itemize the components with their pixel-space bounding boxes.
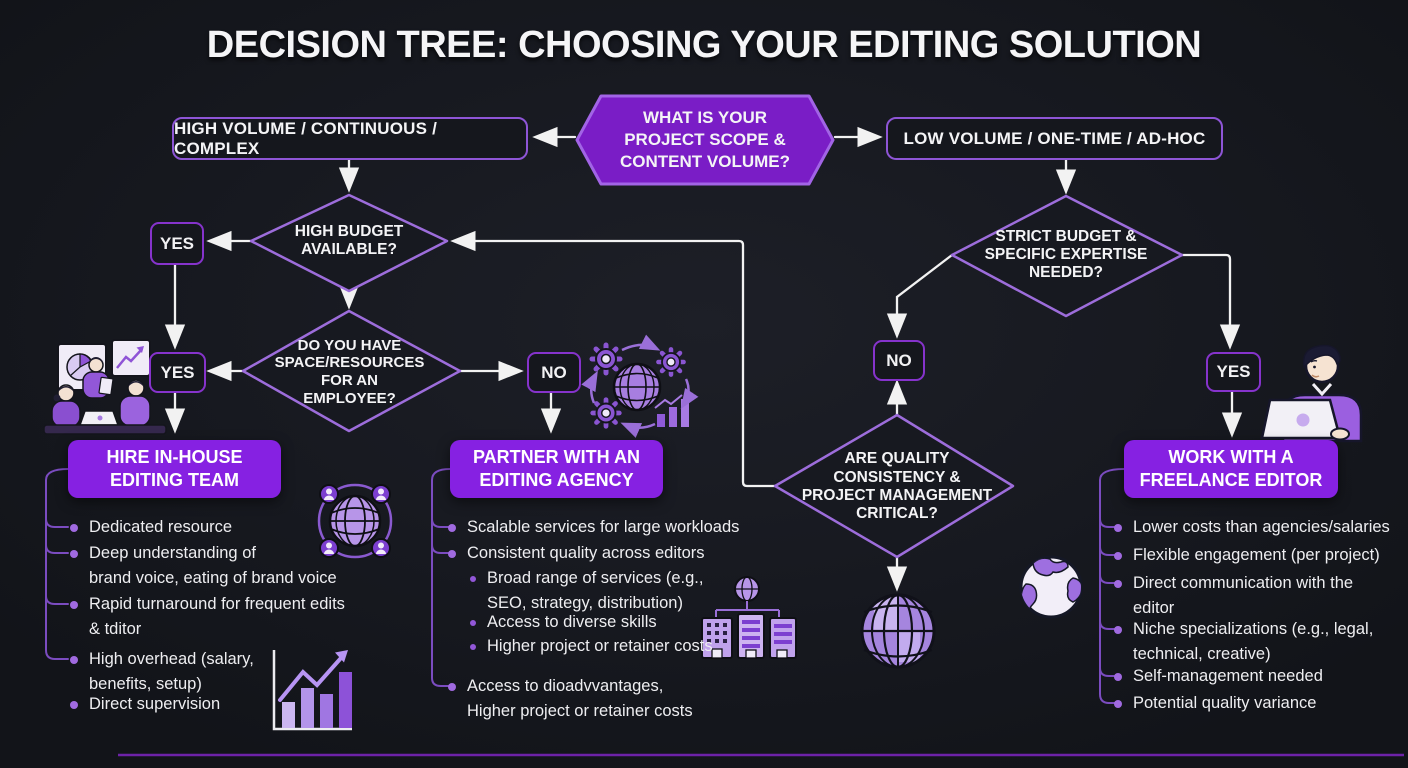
globe-users-icon — [317, 483, 393, 559]
list-item: Self-management needed — [1114, 664, 1399, 689]
diamond-quality-critical — [773, 413, 1015, 559]
bullet-icon — [1114, 700, 1122, 708]
yes-label: YES — [149, 352, 206, 393]
flow-connectors — [164, 126, 1243, 592]
list-item: Scalable services for large workloads — [448, 515, 748, 540]
growth-chart-icon — [272, 650, 352, 731]
bullet-icon — [70, 550, 78, 558]
bullet-icon — [448, 524, 456, 532]
solution-editing-agency: PARTNER WITH AN EDITING AGENCY — [450, 440, 663, 498]
diamond-space-resources — [241, 309, 462, 433]
globe-icon — [860, 593, 936, 669]
user-badge — [371, 538, 391, 558]
list-item: Lower costs than agencies/salaries — [1114, 515, 1399, 540]
list-item: Access to diverse skills — [470, 610, 750, 635]
user-badge — [319, 484, 339, 504]
branch-high-volume: HIGH VOLUME / CONTINUOUS / COMPLEX — [172, 117, 528, 160]
bullet-icon — [448, 683, 456, 691]
solution-freelance-editor: WORK WITH A FREELANCE EDITOR — [1124, 440, 1338, 498]
list-item: Dedicated resource — [70, 515, 380, 540]
no-label: NO — [527, 352, 581, 393]
bullet-icon — [1114, 673, 1122, 681]
no-label: NO — [873, 340, 925, 381]
gear-icon — [590, 397, 622, 429]
list-item: Rapid turnaround for frequent edits & td… — [70, 592, 380, 642]
list-item: Higher project or retainer costs — [470, 634, 750, 659]
team-illustration — [43, 339, 167, 435]
diamond-high-budget — [249, 193, 449, 293]
bullet-icon — [70, 701, 78, 709]
list-item: Broad range of services (e.g., SEO, stra… — [470, 566, 750, 616]
list-item: Access to dioadvvantages, Higher project… — [448, 674, 748, 724]
list-item: Potential quality variance — [1114, 691, 1399, 716]
bullet-icon — [70, 601, 78, 609]
freelancer-illustration — [1260, 344, 1363, 443]
bullet-icon — [470, 620, 476, 626]
bullet-icon — [70, 524, 78, 532]
bullet-icon — [1114, 524, 1122, 532]
root-question-hexagon — [575, 94, 835, 186]
list-item: Direct communication with the editor — [1114, 571, 1399, 621]
inhouse-bracket — [45, 468, 69, 660]
list-item: High overhead (salary, benefits, setup) — [70, 647, 380, 697]
list-item: Niche specializations (e.g., legal, tech… — [1114, 617, 1399, 667]
page-title: DECISION TREE: CHOOSING YOUR EDITING SOL… — [206, 24, 1202, 66]
user-badge — [319, 538, 339, 558]
bullet-icon — [1114, 552, 1122, 560]
earth-icon — [1019, 555, 1083, 619]
agency-network-icon — [701, 576, 797, 659]
user-badge — [371, 484, 391, 504]
branch-low-volume: LOW VOLUME / ONE-TIME / AD-HOC — [886, 117, 1223, 160]
agency-bracket — [431, 468, 451, 687]
gear-icon — [589, 342, 623, 376]
bullet-icon — [70, 656, 78, 664]
process-cycle-icon — [581, 334, 699, 438]
freelance-bracket — [1099, 468, 1125, 704]
yes-label: YES — [150, 222, 204, 265]
bullet-icon — [1114, 626, 1122, 634]
solution-inhouse-team: HIRE IN-HOUSE EDITING TEAM — [68, 440, 281, 498]
bullet-icon — [1114, 580, 1122, 588]
gear-icon — [656, 347, 686, 377]
bullet-icon — [448, 550, 456, 558]
yes-label: YES — [1206, 352, 1261, 392]
bullet-icon — [470, 576, 476, 582]
bullet-icon — [470, 644, 476, 650]
list-item: Direct supervision — [70, 692, 380, 717]
list-item: Flexible engagement (per project) — [1114, 543, 1399, 568]
list-item: Deep understanding of brand voice, eatin… — [70, 541, 380, 591]
list-item: Consistent quality across editors — [448, 541, 748, 566]
diamond-strict-budget — [950, 194, 1184, 318]
